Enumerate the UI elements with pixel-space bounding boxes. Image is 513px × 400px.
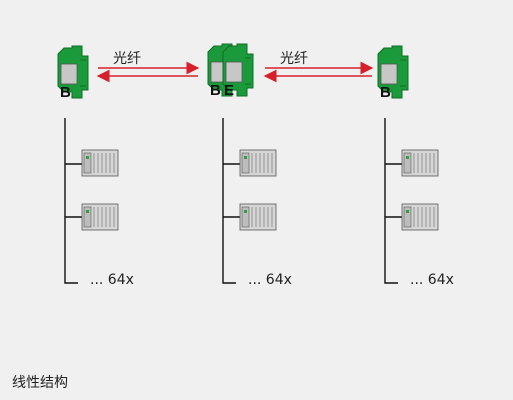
fiber-label: 光纤	[113, 51, 141, 67]
bus-count-label: ... 64x	[248, 272, 292, 288]
bus-line-middle	[222, 118, 240, 284]
fiber-link-left-middle	[96, 61, 200, 83]
coupler-module-right: B	[377, 45, 409, 101]
slave-device	[239, 149, 277, 177]
slave-device	[239, 203, 277, 231]
bus-count-label: ... 64x	[410, 272, 454, 288]
fiber-link-middle-right	[263, 61, 374, 83]
bus-line-right	[384, 118, 402, 284]
bus-count-label: ... 64x	[90, 272, 134, 288]
slave-device	[401, 149, 439, 177]
diagram-caption: 线性结构	[12, 375, 68, 391]
module-letter-b: B	[60, 84, 71, 101]
coupler-module-left: B	[57, 45, 89, 101]
module-letter-e: E	[224, 82, 234, 99]
slave-device	[81, 203, 119, 231]
module-letter-b: B	[210, 82, 221, 99]
fiber-label: 光纤	[280, 51, 308, 67]
module-letter-b: B	[380, 84, 391, 101]
coupler-module-middle: B E	[207, 43, 254, 99]
slave-device	[401, 203, 439, 231]
slave-device	[81, 149, 119, 177]
bus-line-left	[64, 118, 82, 284]
